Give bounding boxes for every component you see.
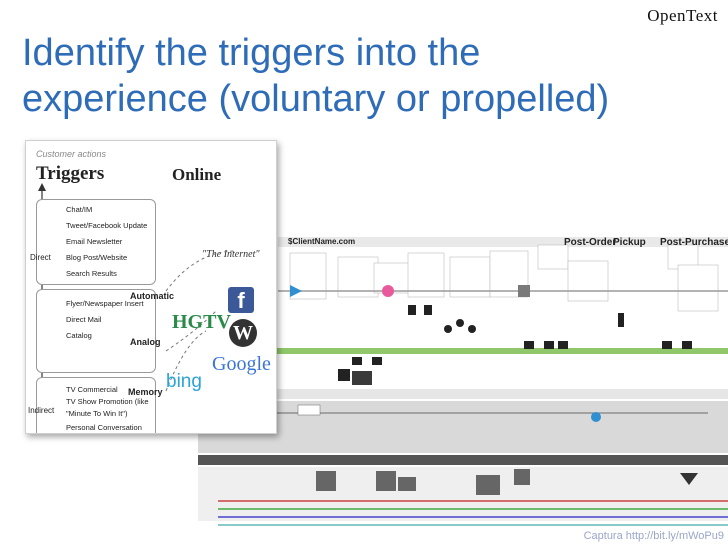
trigger-item: TV Commercial <box>66 385 118 394</box>
internet-label: "The Internet" <box>202 249 260 260</box>
card-heading: Triggers <box>36 163 105 184</box>
trigger-item: Search Results <box>66 269 117 278</box>
journey-map-image: $ClientName.com Post-Order Pickup Post-P… <box>198 205 728 546</box>
hgtv-logo: HGTV <box>172 311 231 333</box>
map-stage-post-purchase: Post-Purchase <box>660 237 728 248</box>
automatic-group <box>36 199 156 285</box>
trigger-item: Tweet/Facebook Update <box>66 221 148 230</box>
page-title: Identify the triggers into the experienc… <box>22 30 682 122</box>
brand-logo: OpenText <box>647 6 718 25</box>
title-line-2: experience (voluntary or propelled) <box>22 78 610 120</box>
trigger-item: Catalog <box>66 331 92 340</box>
trigger-item: Direct Mail <box>66 315 102 324</box>
triggers-card-image: Customer actions Triggers Online Direct … <box>25 140 277 434</box>
card-online-heading: Online <box>172 165 222 184</box>
journey-map-drawing <box>198 205 728 546</box>
side-label-indirect: Indirect <box>28 406 55 415</box>
connector-arcs <box>165 250 237 392</box>
memory-group <box>36 377 156 433</box>
analog-group <box>36 289 156 373</box>
map-client-name: $ClientName.com <box>288 237 356 246</box>
bing-logo: bing <box>166 371 202 392</box>
trigger-item: "Minute To Win It") <box>66 409 128 418</box>
tag-memory: Memory <box>128 387 163 397</box>
wordpress-icon: W <box>229 319 257 347</box>
trigger-item: TV Show Promotion (like <box>66 397 149 406</box>
image-credit: Captura http://bit.ly/mWoPu9 <box>583 530 724 542</box>
trigger-item: Personal Conversation <box>66 423 142 432</box>
trigger-item: Email Newsletter <box>66 237 123 246</box>
facebook-icon: f <box>228 287 254 313</box>
map-stage-pickup: Pickup <box>613 237 646 248</box>
tag-analog: Analog <box>130 337 161 347</box>
google-logo: Google <box>212 353 271 375</box>
trigger-item: Chat/IM <box>66 205 93 214</box>
card-caption: Customer actions <box>36 149 107 159</box>
trigger-item: Blog Post/Website <box>66 253 128 262</box>
title-line-1: Identify the triggers into the <box>22 32 481 74</box>
side-label-direct: Direct <box>30 253 51 262</box>
tag-automatic: Automatic <box>130 291 175 301</box>
map-stage-post-order: Post-Order <box>564 237 617 248</box>
trigger-item: Flyer/Newspaper Insert <box>66 299 144 308</box>
